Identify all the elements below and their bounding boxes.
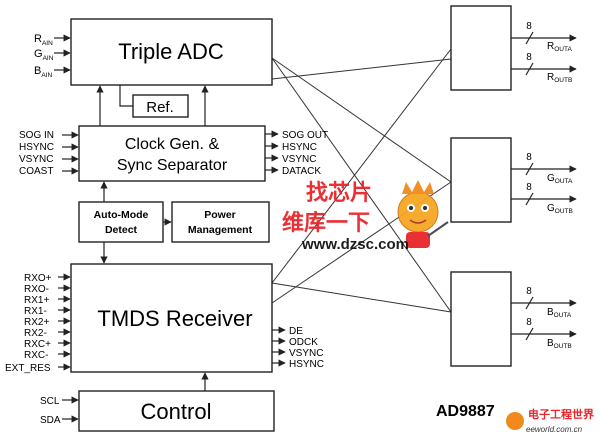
tmds-output-0: DE [289, 326, 303, 337]
clock-outputs: SOG OUT HSYNC VSYNC DATACK [265, 130, 328, 177]
output-box-r [450, 5, 512, 91]
ref-label: Ref. [146, 99, 174, 116]
badge-text: 电子工程世界 [528, 407, 594, 421]
triple-adc-block: Triple ADC [70, 18, 273, 86]
adc-input-r: RAIN [34, 33, 53, 47]
output-box-g [450, 137, 512, 223]
watermark-logo-text: 找芯片 [306, 180, 372, 205]
mascot-icon [397, 180, 449, 248]
output-label-g-a: GOUTA [547, 173, 573, 185]
bus-width-g-a: 8 [526, 152, 532, 163]
tmds-label: TMDS Receiver [97, 306, 252, 331]
output-buses: 8 8 8 8 8 8 [511, 21, 577, 341]
auto-mode-label-2: Detect [105, 224, 138, 236]
output-label-b-b: BOUTB [547, 338, 572, 350]
tmds-input-0: RXO+ [24, 273, 52, 284]
clock-output-2: VSYNC [282, 154, 316, 165]
adc-input-b: BAIN [34, 65, 52, 79]
bus-width-b-b: 8 [526, 317, 532, 328]
power-label-2: Management [188, 224, 253, 236]
badge-url: eeworld.com.cn [526, 425, 583, 434]
bus-width-b-a: 8 [526, 286, 532, 297]
tmds-receiver-block: TMDS Receiver [70, 263, 273, 373]
clock-output-1: HSYNC [282, 142, 317, 153]
control-input-sda: SDA [40, 415, 61, 426]
part-number: AD9887 [436, 403, 495, 420]
clock-output-3: DATACK [282, 166, 321, 177]
clock-inputs: SOG IN HSYNC VSYNC COAST [19, 130, 79, 177]
control-inputs: SCL SDA [40, 396, 79, 426]
output-label-g-b: GOUTB [547, 203, 573, 215]
tmds-input-4: RX2+ [24, 317, 49, 328]
ref-block: Ref. [119, 85, 189, 118]
clock-input-0: SOG IN [19, 130, 54, 141]
tmds-input-6: RXC+ [24, 339, 51, 350]
output-labels: ROUTA ROUTB GOUTA GOUTB BOUTA BOUTB [547, 41, 573, 350]
control-label: Control [141, 399, 212, 424]
tmds-output-3: HSYNC [289, 359, 324, 370]
tmds-outputs: DE ODCK VSYNC HSYNC [272, 326, 324, 370]
triple-adc-label: Triple ADC [118, 39, 224, 64]
tmds-input-8: EXT_RES [5, 363, 51, 374]
output-label-r-b: ROUTB [547, 72, 572, 84]
output-label-r-a: ROUTA [547, 41, 572, 53]
tmds-input-1: RXO- [24, 284, 49, 295]
eeworld-badge: 电子工程世界 eeworld.com.cn [506, 407, 594, 434]
power-label-1: Power [204, 209, 236, 221]
control-block: Control [78, 390, 275, 432]
tmds-output-1: ODCK [289, 337, 318, 348]
adc-inputs: RAIN GAIN BAIN [34, 33, 71, 79]
output-label-b-a: BOUTA [547, 307, 572, 319]
clock-gen-label-2: Sync Separator [117, 157, 228, 174]
clock-gen-label-1: Clock Gen. & [125, 136, 220, 153]
clock-input-2: VSYNC [19, 154, 53, 165]
clock-output-0: SOG OUT [282, 130, 328, 141]
bus-width-g-b: 8 [526, 182, 532, 193]
tmds-output-2: VSYNC [289, 348, 323, 359]
clock-input-3: COAST [19, 166, 53, 177]
control-input-scl: SCL [40, 396, 60, 407]
auto-mode-detect-block: Auto-Mode Detect [78, 201, 164, 243]
auto-mode-label-1: Auto-Mode [94, 209, 149, 221]
watermark: 找芯片 维库一下 www.dzsc.com [282, 180, 449, 253]
watermark-url: www.dzsc.com [301, 236, 409, 253]
watermark-cn-text: 维库一下 [282, 210, 370, 235]
tmds-input-7: RXC- [24, 350, 48, 361]
tmds-inputs: RXO+ RXO- RX1+ RX1- RX2+ RX2- RXC+ RXC- … [5, 273, 71, 374]
bus-width-r-b: 8 [526, 52, 532, 63]
tmds-input-2: RX1+ [24, 295, 49, 306]
clock-gen-block: Clock Gen. & Sync Separator [78, 125, 266, 182]
adc-input-g: GAIN [34, 48, 54, 62]
power-management-block: Power Management [171, 201, 270, 243]
tmds-input-5: RX2- [24, 328, 47, 339]
clock-input-1: HSYNC [19, 142, 54, 153]
output-box-b [450, 271, 512, 367]
bus-width-r-a: 8 [526, 21, 532, 32]
crossbar-lines [271, 48, 452, 313]
tmds-input-3: RX1- [24, 306, 47, 317]
